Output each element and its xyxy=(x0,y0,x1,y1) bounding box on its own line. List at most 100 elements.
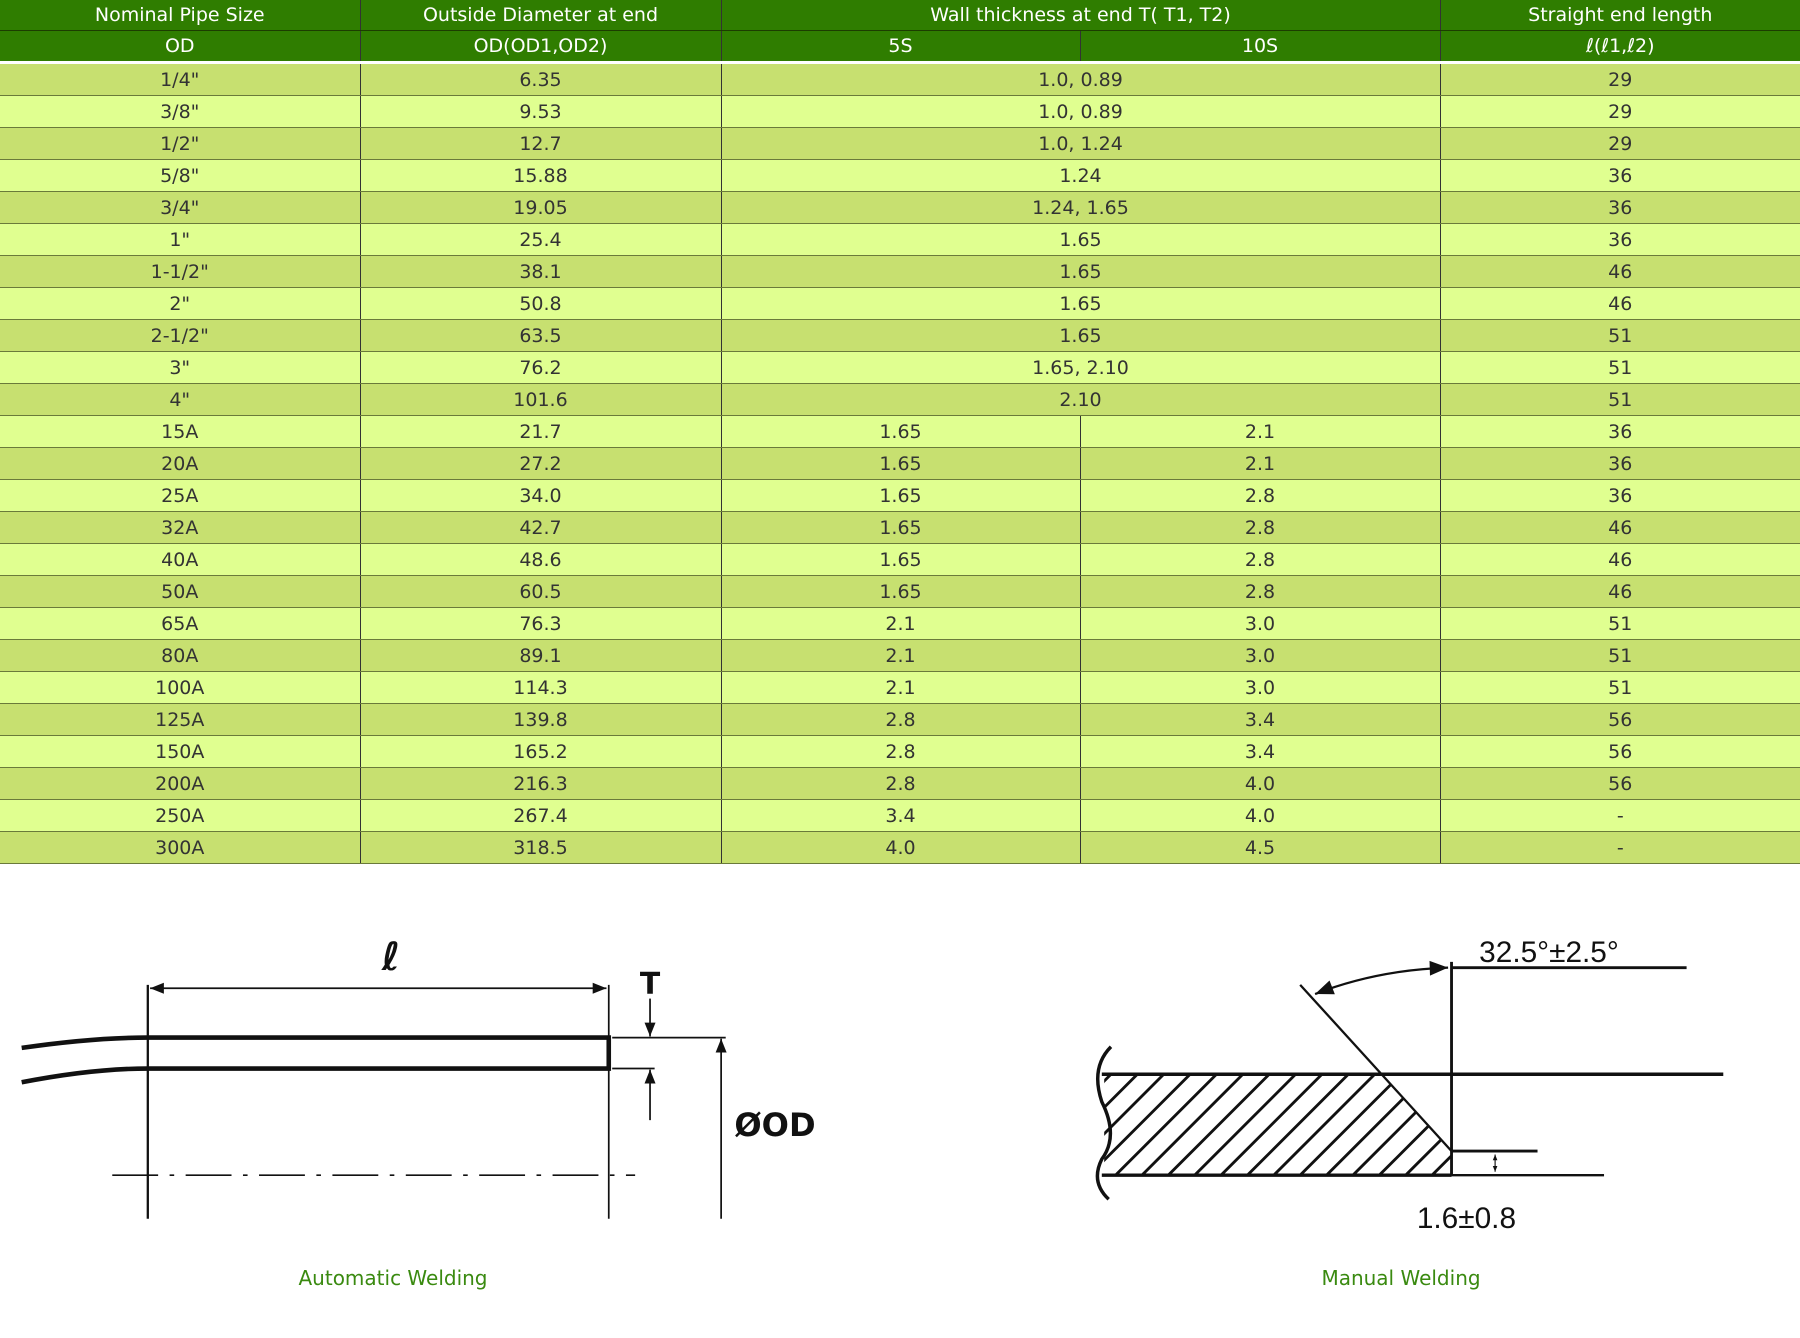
length-label: ℓ xyxy=(381,935,400,980)
cell-outside-diameter: 318.5 xyxy=(359,831,721,864)
cell-wall-10s: 3.0 xyxy=(1079,639,1441,672)
manual-welding-caption: Manual Welding xyxy=(1321,1266,1481,1290)
cell-outside-diameter: 101.6 xyxy=(359,383,721,416)
cell-outside-diameter: 63.5 xyxy=(359,319,721,352)
hatch-line xyxy=(1104,1074,1112,1176)
cell-wall-5s: 1.65 xyxy=(720,575,1080,608)
cell-outside-diameter: 34.0 xyxy=(359,479,721,512)
hatch-line xyxy=(1404,1074,1452,1176)
hatch-line xyxy=(1246,1074,1350,1176)
cell-wall-5s: 1.65 xyxy=(720,479,1080,512)
cell-nominal-size: 15A xyxy=(0,415,360,448)
cell-outside-diameter: 76.2 xyxy=(359,351,721,384)
cell-nominal-size: 1/2" xyxy=(0,127,360,160)
subheader-5s: 5S xyxy=(720,30,1080,64)
cell-nominal-size: 5/8" xyxy=(0,159,360,192)
hatch-line xyxy=(1351,1074,1452,1176)
cell-wall-10s: 4.0 xyxy=(1079,767,1441,800)
cell-wall-10s: 2.8 xyxy=(1079,479,1441,512)
cell-outside-diameter: 114.3 xyxy=(359,671,721,704)
header-nominal-size: Nominal Pipe Size xyxy=(0,0,360,31)
header-outside-diameter: Outside Diameter at end xyxy=(359,0,721,31)
cell-outside-diameter: 76.3 xyxy=(359,607,721,640)
cell-outside-diameter: 6.35 xyxy=(359,62,721,96)
cell-outside-diameter: 21.7 xyxy=(359,415,721,448)
cell-wall-5s: 2.8 xyxy=(720,703,1080,736)
cell-wall-5s: 1.65 xyxy=(720,415,1080,448)
cell-nominal-size: 100A xyxy=(0,671,360,704)
hatch-line xyxy=(1325,1074,1429,1176)
hatch-line xyxy=(1193,1074,1297,1176)
cell-straight-length: 46 xyxy=(1439,287,1800,320)
cell-wall-thickness: 1.65 xyxy=(720,287,1441,320)
cell-straight-length: - xyxy=(1439,799,1800,832)
cell-straight-length: 46 xyxy=(1439,575,1800,608)
cell-straight-length: 36 xyxy=(1439,479,1800,512)
cell-outside-diameter: 89.1 xyxy=(359,639,721,672)
hatch-line xyxy=(1167,1074,1271,1176)
cell-outside-diameter: 19.05 xyxy=(359,191,721,224)
cell-straight-length: 51 xyxy=(1439,671,1800,704)
cell-straight-length: 51 xyxy=(1439,383,1800,416)
subheader-10s: 10S xyxy=(1079,30,1441,64)
cell-wall-5s: 4.0 xyxy=(720,831,1080,864)
cell-outside-diameter: 267.4 xyxy=(359,799,721,832)
cell-wall-5s: 1.65 xyxy=(720,511,1080,544)
hatch-line xyxy=(1104,1074,1139,1176)
cell-wall-10s: 2.8 xyxy=(1079,575,1441,608)
cell-wall-thickness: 1.65 xyxy=(720,223,1441,256)
cell-wall-thickness: 1.0, 0.89 xyxy=(720,95,1441,128)
cell-outside-diameter: 48.6 xyxy=(359,543,721,576)
cell-wall-5s: 2.1 xyxy=(720,607,1080,640)
cell-wall-10s: 4.0 xyxy=(1079,799,1441,832)
cell-nominal-size: 125A xyxy=(0,703,360,736)
cell-outside-diameter: 50.8 xyxy=(359,287,721,320)
hatch-line xyxy=(1220,1074,1323,1176)
subheader-od: OD xyxy=(0,30,360,64)
cell-outside-diameter: 27.2 xyxy=(359,447,721,480)
cell-wall-5s: 2.1 xyxy=(720,671,1080,704)
header-straight-length: Straight end length xyxy=(1439,0,1800,31)
hatch-line xyxy=(1114,1074,1218,1176)
cell-wall-10s: 2.1 xyxy=(1079,415,1441,448)
header-row: Nominal Pipe Size Outside Diameter at en… xyxy=(0,0,1800,31)
cell-nominal-size: 40A xyxy=(0,543,360,576)
cell-outside-diameter: 38.1 xyxy=(359,255,721,288)
cell-wall-thickness: 1.0, 0.89 xyxy=(720,62,1441,96)
cell-outside-diameter: 9.53 xyxy=(359,95,721,128)
cell-nominal-size: 20A xyxy=(0,447,360,480)
cell-nominal-size: 65A xyxy=(0,607,360,640)
cell-nominal-size: 3" xyxy=(0,351,360,384)
subheader-od-range: OD(OD1,OD2) xyxy=(359,30,721,64)
cell-straight-length: 51 xyxy=(1439,319,1800,352)
cell-wall-5s: 2.8 xyxy=(720,735,1080,768)
bevel-angle-label: 32.5°±2.5° xyxy=(1479,936,1619,969)
cell-outside-diameter: 165.2 xyxy=(359,735,721,768)
cell-nominal-size: 250A xyxy=(0,799,360,832)
cell-straight-length: 51 xyxy=(1439,351,1800,384)
cell-nominal-size: 25A xyxy=(0,479,360,512)
cell-straight-length: 36 xyxy=(1439,191,1800,224)
header-wall-thickness: Wall thickness at end T( T1, T2) xyxy=(720,0,1441,31)
cell-straight-length: 51 xyxy=(1439,607,1800,640)
cell-wall-thickness: 1.65 xyxy=(720,255,1441,288)
cell-straight-length: 36 xyxy=(1439,415,1800,448)
cell-straight-length: 46 xyxy=(1439,543,1800,576)
cell-nominal-size: 32A xyxy=(0,511,360,544)
cell-straight-length: 46 xyxy=(1439,511,1800,544)
cell-outside-diameter: 25.4 xyxy=(359,223,721,256)
